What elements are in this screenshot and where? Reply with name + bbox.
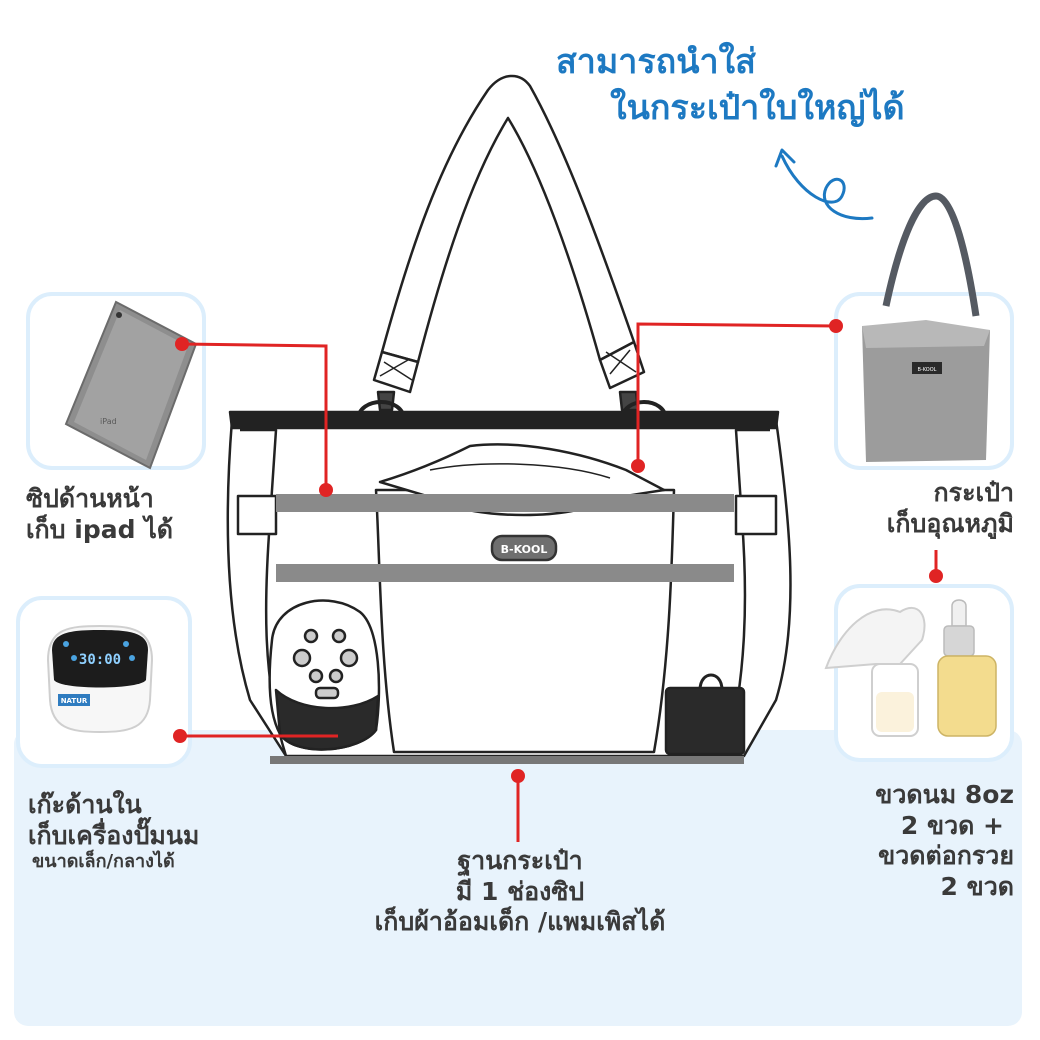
- thermal-bag-line-2: เก็บอุณหภูมิ: [886, 508, 1014, 538]
- inner-pocket-line-1: เก๊ะด้านใน: [28, 790, 142, 819]
- breast-pump-illustration: [46, 624, 154, 734]
- bottles-line-1: ขวดนม 8oz: [875, 780, 1014, 809]
- bottles-line-4: 2 ขวด: [940, 871, 1014, 901]
- thermal-bag-line-1: กระเป๋า: [933, 478, 1014, 507]
- base-line-3: เก็บผ้าอ้อมเด็ก /แพมเพิสได้: [374, 907, 666, 936]
- pump-brand-text: NATUR: [61, 697, 88, 705]
- front-zip-line-1: ซิปด้านหน้า: [26, 484, 154, 513]
- tablet-illustration: [64, 300, 198, 470]
- thermal-bag-label: กระเป๋า เก็บอุณหภูมิ: [887, 478, 1014, 539]
- bottles-illustration: [824, 599, 997, 737]
- thermal-bag-brand-text: B-KOOL: [918, 367, 937, 373]
- inner-pocket-line-2: เก็บเครื่องปั๊มนม: [28, 820, 200, 850]
- bottles-line-3: ขวดต่อกรวย: [878, 841, 1014, 870]
- curly-arrow-icon: [780, 154, 874, 221]
- base-line-1: ฐานกระเป๋า: [457, 846, 583, 875]
- bag-logo-text: B-KOOL: [501, 543, 548, 556]
- tablet-brand-text: iPad: [100, 417, 117, 426]
- front-zip-line-2: เก็บ ipad ได้: [26, 514, 173, 544]
- base-label: ฐานกระเป๋า มี 1 ช่องซิป เก็บผ้าอ้อมเด็ก …: [300, 846, 740, 938]
- headline-line-2: ในกระเป๋าใบใหญ่ได้: [610, 88, 905, 128]
- front-zip-label: ซิปด้านหน้า เก็บ ipad ได้: [26, 484, 173, 545]
- inner-pocket-line-3: ขนาดเล็ก/กลางได้: [32, 851, 175, 872]
- bottles-line-2: 2 ขวด +: [900, 810, 1004, 840]
- bottles-label: ขวดนม 8oz 2 ขวด + ขวดต่อกรวย 2 ขวด: [875, 780, 1014, 902]
- headline-line-1: สามารถนำใส่: [556, 42, 756, 82]
- inner-pocket-label: เก๊ะด้านใน เก็บเครื่องปั๊มนม ขนาดเล็ก/กล…: [28, 790, 199, 873]
- callout-dots: [173, 319, 943, 783]
- callout-lines: [180, 322, 938, 842]
- base-line-2: มี 1 ช่องซิป: [455, 876, 585, 906]
- pump-display-text: 30:00: [79, 652, 121, 668]
- thermal-bag-illustration: [862, 192, 990, 462]
- diaper-bag-illustration: [226, 74, 792, 764]
